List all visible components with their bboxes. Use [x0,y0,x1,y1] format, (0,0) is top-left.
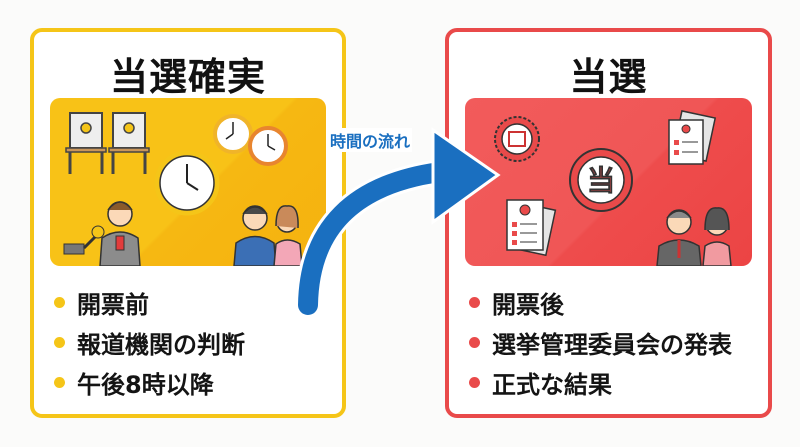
bullet-item: 午後8時以降 [54,362,245,402]
bullet-dot-icon [469,376,480,388]
tou-stamp-icon: 当 [569,148,633,212]
bullet-dot-icon [54,296,65,308]
tousen-panel: 当選 当 [445,28,772,418]
time-flow-arrow [290,100,510,320]
bullet-list: 開票前 報道機関の判断 午後8時以降 [54,282,245,402]
voting-booth-icon [108,112,150,174]
seal-icon [494,116,540,162]
clock-icon [213,114,253,154]
voting-booth-icon [65,112,107,174]
time-flow-label: 時間の流れ [328,128,413,152]
arrow-icon [298,162,450,315]
clock-icon [248,126,288,166]
officials-icon [656,207,732,266]
bullet-item: 開票前 [54,282,245,322]
bullet-dot-icon [469,296,480,308]
document-icon [506,199,557,257]
panel-title: 当選確実 [109,55,266,99]
news-anchors-icon [233,205,303,266]
arrow-head-icon [431,127,501,225]
bullet-dot-icon [469,336,480,348]
panel-title: 当選 [569,55,648,99]
reporter-microphone-icon [63,201,141,266]
illustration-scene: 当 [465,98,752,266]
bullet-item: 正式な結果 [469,362,732,402]
svg-text:当: 当 [587,164,615,197]
tousen-kakujitsu-panel: 当選確実 [30,28,346,418]
bullet-list: 開票後 選挙管理委員会の発表 正式な結果 [469,282,732,402]
document-icon [668,110,717,165]
bullet-dot-icon [54,376,65,388]
bullet-dot-icon [54,336,65,348]
bullet-item: 選挙管理委員会の発表 [469,322,732,362]
bullet-item: 報道機関の判断 [54,322,245,362]
illustration-scene [50,98,326,266]
bullet-item: 開票後 [469,282,732,322]
clock-icon [154,150,220,216]
